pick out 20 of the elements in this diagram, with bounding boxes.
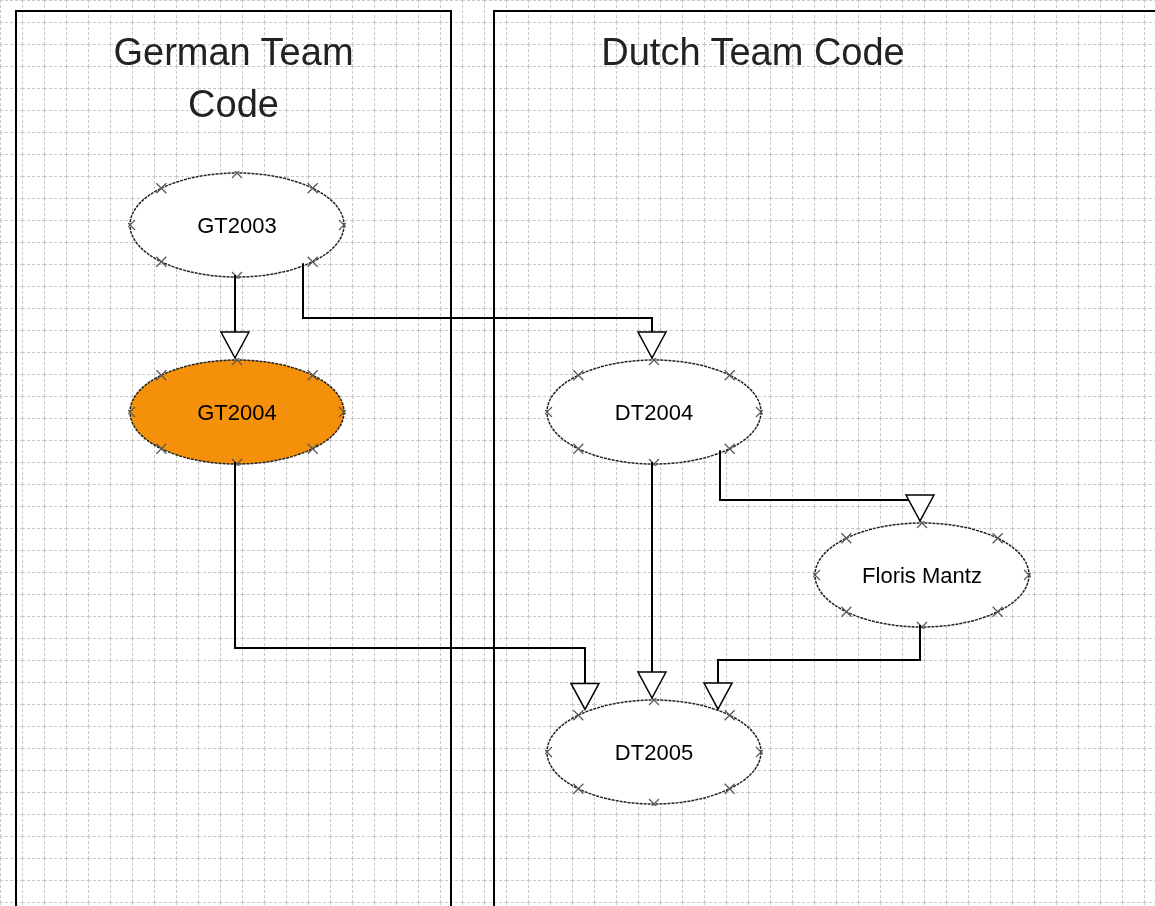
ellipse-node — [545, 698, 763, 806]
lane-title: German Team Code — [112, 30, 355, 127]
connector-arrow — [234, 461, 600, 711]
connector-arrow — [637, 461, 667, 699]
node-label: GT2004 — [197, 398, 277, 427]
connector-arrow — [719, 449, 935, 522]
connector-arrow — [220, 274, 250, 359]
connector-arrow — [302, 262, 667, 359]
ellipse-node — [128, 358, 346, 466]
swimlane — [15, 10, 452, 906]
ellipse-node — [128, 171, 346, 279]
ellipse-node — [545, 358, 763, 466]
ellipse-node — [813, 521, 1031, 629]
node-label: GT2003 — [197, 211, 277, 240]
node-label: DT2005 — [614, 738, 694, 767]
node-label: DT2004 — [614, 398, 694, 427]
connector-arrow — [703, 624, 921, 711]
lane-title: Dutch Team Code — [600, 30, 906, 75]
node-label: Floris Mantz — [862, 561, 982, 590]
swimlane — [493, 10, 1155, 906]
